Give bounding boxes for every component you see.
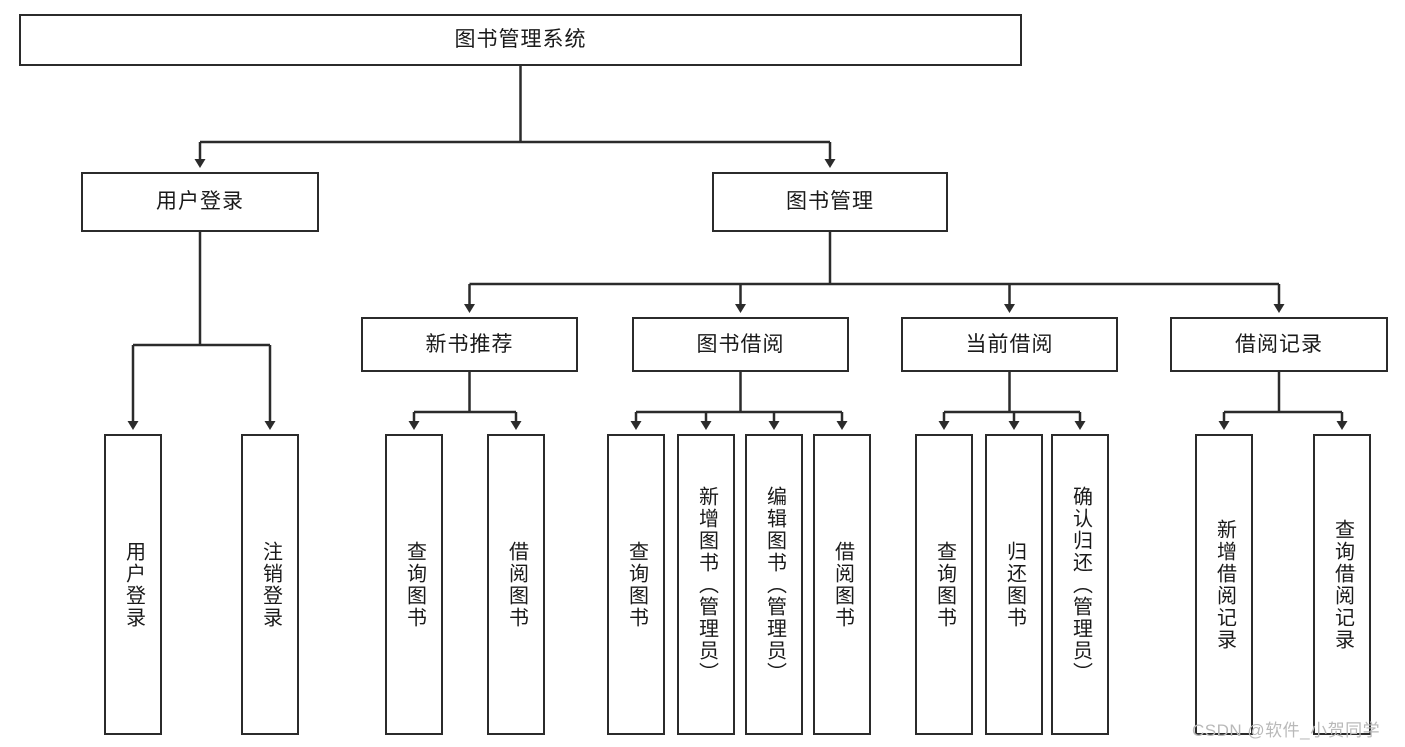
node-book-management-label: 图书管理 (786, 190, 874, 214)
node-leaf-user-login-label: 用户登录 (122, 540, 145, 629)
node-leaf-return-book[interactable]: 归还图书 (985, 434, 1043, 735)
node-leaf-add-record[interactable]: 新增借阅记录 (1195, 434, 1253, 735)
node-root[interactable]: 图书管理系统 (19, 14, 1022, 66)
node-book-management[interactable]: 图书管理 (712, 172, 948, 232)
node-user-login[interactable]: 用户登录 (81, 172, 319, 232)
node-leaf-borrow-book-rec-label: 借阅图书 (505, 540, 528, 629)
node-book-borrow[interactable]: 图书借阅 (632, 317, 849, 372)
node-new-book-recommend-label: 新书推荐 (425, 332, 514, 356)
node-leaf-user-logout[interactable]: 注销登录 (241, 434, 299, 735)
node-borrow-record-label: 借阅记录 (1235, 332, 1323, 356)
node-user-login-label: 用户登录 (156, 190, 244, 214)
node-leaf-borrow-book-label: 借阅图书 (831, 540, 854, 629)
node-leaf-edit-book-label: 编辑图书（管理员） (763, 485, 786, 684)
node-new-book-recommend[interactable]: 新书推荐 (361, 317, 578, 372)
node-leaf-query-book-borrow-label: 查询图书 (625, 540, 648, 629)
node-root-label: 图书管理系统 (454, 28, 587, 52)
node-leaf-confirm-return-label: 确认归还（管理员） (1069, 485, 1092, 684)
node-leaf-query-book-rec-label: 查询图书 (403, 540, 426, 629)
node-current-borrow-label: 当前借阅 (965, 332, 1054, 356)
node-leaf-add-book[interactable]: 新增图书（管理员） (677, 434, 735, 735)
node-current-borrow[interactable]: 当前借阅 (901, 317, 1118, 372)
node-leaf-user-logout-label: 注销登录 (259, 540, 282, 629)
node-leaf-query-book-cur-label: 查询图书 (933, 540, 956, 629)
node-leaf-edit-book[interactable]: 编辑图书（管理员） (745, 434, 803, 735)
node-leaf-query-book-cur[interactable]: 查询图书 (915, 434, 973, 735)
node-leaf-add-record-label: 新增借阅记录 (1213, 518, 1236, 651)
node-leaf-return-book-label: 归还图书 (1003, 540, 1026, 629)
node-leaf-add-book-label: 新增图书（管理员） (695, 485, 718, 684)
node-leaf-confirm-return[interactable]: 确认归还（管理员） (1051, 434, 1109, 735)
node-borrow-record[interactable]: 借阅记录 (1170, 317, 1388, 372)
node-leaf-borrow-book-rec[interactable]: 借阅图书 (487, 434, 545, 735)
node-leaf-borrow-book[interactable]: 借阅图书 (813, 434, 871, 735)
watermark: CSDN @软件_小贺同学 (1192, 721, 1381, 740)
node-leaf-query-record-label: 查询借阅记录 (1331, 518, 1354, 651)
node-leaf-query-book-borrow[interactable]: 查询图书 (607, 434, 665, 735)
node-leaf-user-login[interactable]: 用户登录 (104, 434, 162, 735)
node-book-borrow-label: 图书借阅 (696, 332, 785, 356)
node-leaf-query-book-rec[interactable]: 查询图书 (385, 434, 443, 735)
node-leaf-query-record[interactable]: 查询借阅记录 (1313, 434, 1371, 735)
